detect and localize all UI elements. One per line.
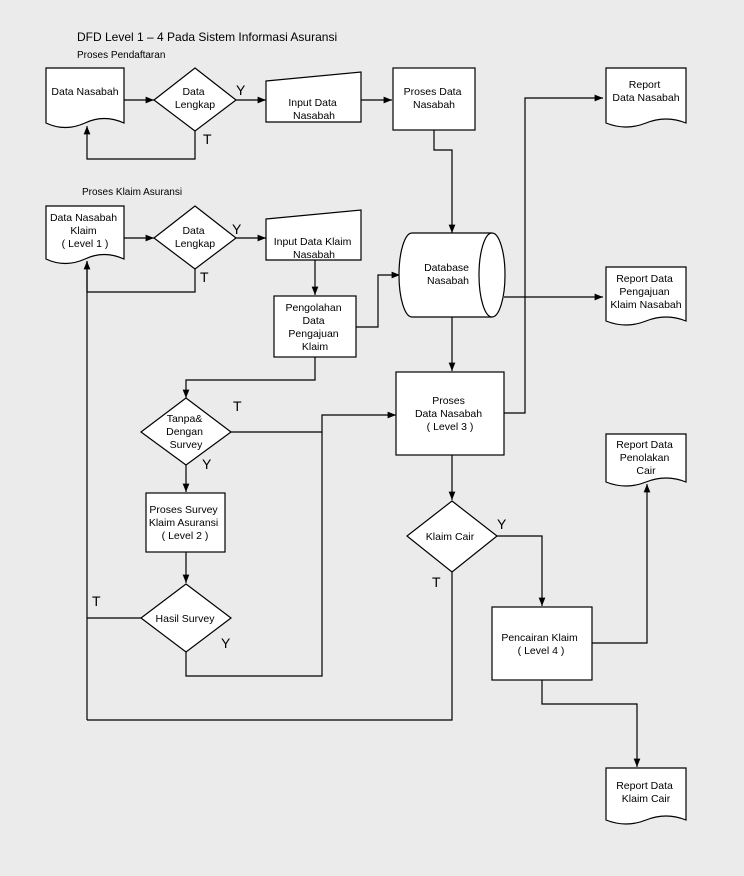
- shapes: [45, 67, 687, 825]
- decision-data-lengkap-1[interactable]: [153, 67, 237, 132]
- branch-y-lengkap-1: Y: [236, 82, 246, 98]
- flow-proses-to-database: [433, 130, 456, 233]
- branch-y-klaim-cair: Y: [497, 516, 507, 532]
- diagram-title: DFD Level 1 – 4 Pada Sistem Informasi As…: [77, 30, 337, 44]
- label-data-lengkap-2: Data Lengkap: [175, 225, 215, 250]
- process-pengolahan[interactable]: [273, 295, 357, 358]
- flow-pencairan-to-report-cair: [541, 680, 641, 767]
- label-data-lengkap-1: Data Lengkap: [175, 86, 215, 111]
- decision-tanpa-dengan-survey[interactable]: [139, 397, 233, 466]
- label-database-nasabah: Database Nasabah: [424, 262, 472, 287]
- connectors: [83, 94, 651, 767]
- flow-pengolahan-to-database: [356, 271, 400, 328]
- label-tanpa-dengan-survey: Tanpa& Dengan Survey: [166, 413, 206, 451]
- process-survey[interactable]: [145, 492, 226, 553]
- doc-report-pengajuan[interactable]: [605, 266, 687, 326]
- decision-hasil-survey[interactable]: [140, 583, 232, 653]
- label-hasil-survey: Hasil Survey: [156, 613, 216, 625]
- database-nasabah-rim: [478, 232, 493, 318]
- flow-klaimcair-t: [87, 572, 453, 721]
- flow-tanpa-to-level3: [231, 411, 396, 433]
- branch-y-hasil-survey: Y: [221, 635, 231, 651]
- branch-t-lengkap-1: T: [203, 131, 212, 147]
- label-pengolahan: Pengolahan Data Pengajuan Klaim: [286, 302, 345, 353]
- flow-lengkap2-back: [83, 261, 196, 293]
- branch-t-tanpa-survey: T: [233, 398, 242, 414]
- branch-t-lengkap-2: T: [200, 269, 209, 285]
- label-proses-level-3: Proses Data Nasabah ( Level 3 ): [415, 395, 485, 433]
- label-report-penolakan: Report Data Penolakan Cair: [616, 439, 676, 477]
- label-input-data-klaim: Input Data Klaim Nasabah: [274, 236, 355, 261]
- process-data-nasabah[interactable]: [392, 67, 476, 131]
- branch-labels: Y T Y T T Y T Y Y T: [92, 82, 507, 651]
- doc-report-klaim-cair[interactable]: [605, 767, 687, 825]
- label-data-nasabah: Data Nasabah: [51, 86, 118, 98]
- label-klaim-cair: Klaim Cair: [426, 531, 475, 543]
- flow-level3-to-report-nasabah: [504, 94, 603, 414]
- label-report-data-nasabah: Report Data Nasabah: [612, 79, 679, 104]
- label-report-pengajuan: Report Data Pengajuan Klaim Nasabah: [610, 273, 681, 311]
- doc-report-penolakan[interactable]: [605, 433, 687, 487]
- label-proses-survey: Proses Survey Klaim Asuransi ( Level 2 ): [149, 504, 221, 542]
- decision-klaim-cair[interactable]: [406, 500, 498, 573]
- input-data-nasabah[interactable]: [265, 71, 362, 123]
- flow-hasil-y: [185, 432, 323, 677]
- branch-y-tanpa-survey: Y: [202, 456, 212, 472]
- section-pendaftaran: Proses Pendaftaran: [77, 50, 165, 61]
- process-level-3[interactable]: [395, 371, 505, 456]
- label-proses-data-nasabah: Proses Data Nasabah: [404, 86, 465, 111]
- label-pencairan: Pencairan Klaim ( Level 4 ): [501, 632, 580, 657]
- label-report-klaim-cair: Report Data Klaim Cair: [616, 780, 676, 805]
- branch-y-lengkap-2: Y: [232, 221, 242, 237]
- flow-pengolahan-to-tanpa: [182, 357, 316, 398]
- branch-t-hasil-survey: T: [92, 593, 101, 609]
- flow-pencairan-to-penolakan: [592, 484, 651, 644]
- doc-data-nasabah-klaim[interactable]: [45, 205, 125, 265]
- section-klaim: Proses Klaim Asuransi: [82, 187, 182, 198]
- flow-lengkap1-back: [83, 126, 196, 160]
- decision-data-lengkap-2[interactable]: [153, 205, 237, 270]
- label-data-nasabah-klaim: Data Nasabah Klaim ( Level 1 ): [50, 212, 120, 250]
- branch-t-klaim-cair: T: [432, 574, 441, 590]
- flow-klaimcair-to-pencairan: [497, 535, 546, 606]
- input-data-klaim[interactable]: [265, 209, 362, 261]
- doc-report-data-nasabah[interactable]: [605, 67, 687, 128]
- doc-data-nasabah[interactable]: [45, 67, 125, 129]
- node-labels: Data Nasabah Data Lengkap Input Data Nas…: [50, 79, 682, 805]
- process-pencairan-level-4[interactable]: [491, 606, 593, 681]
- label-input-data-nasabah: Input Data Nasabah: [288, 97, 339, 122]
